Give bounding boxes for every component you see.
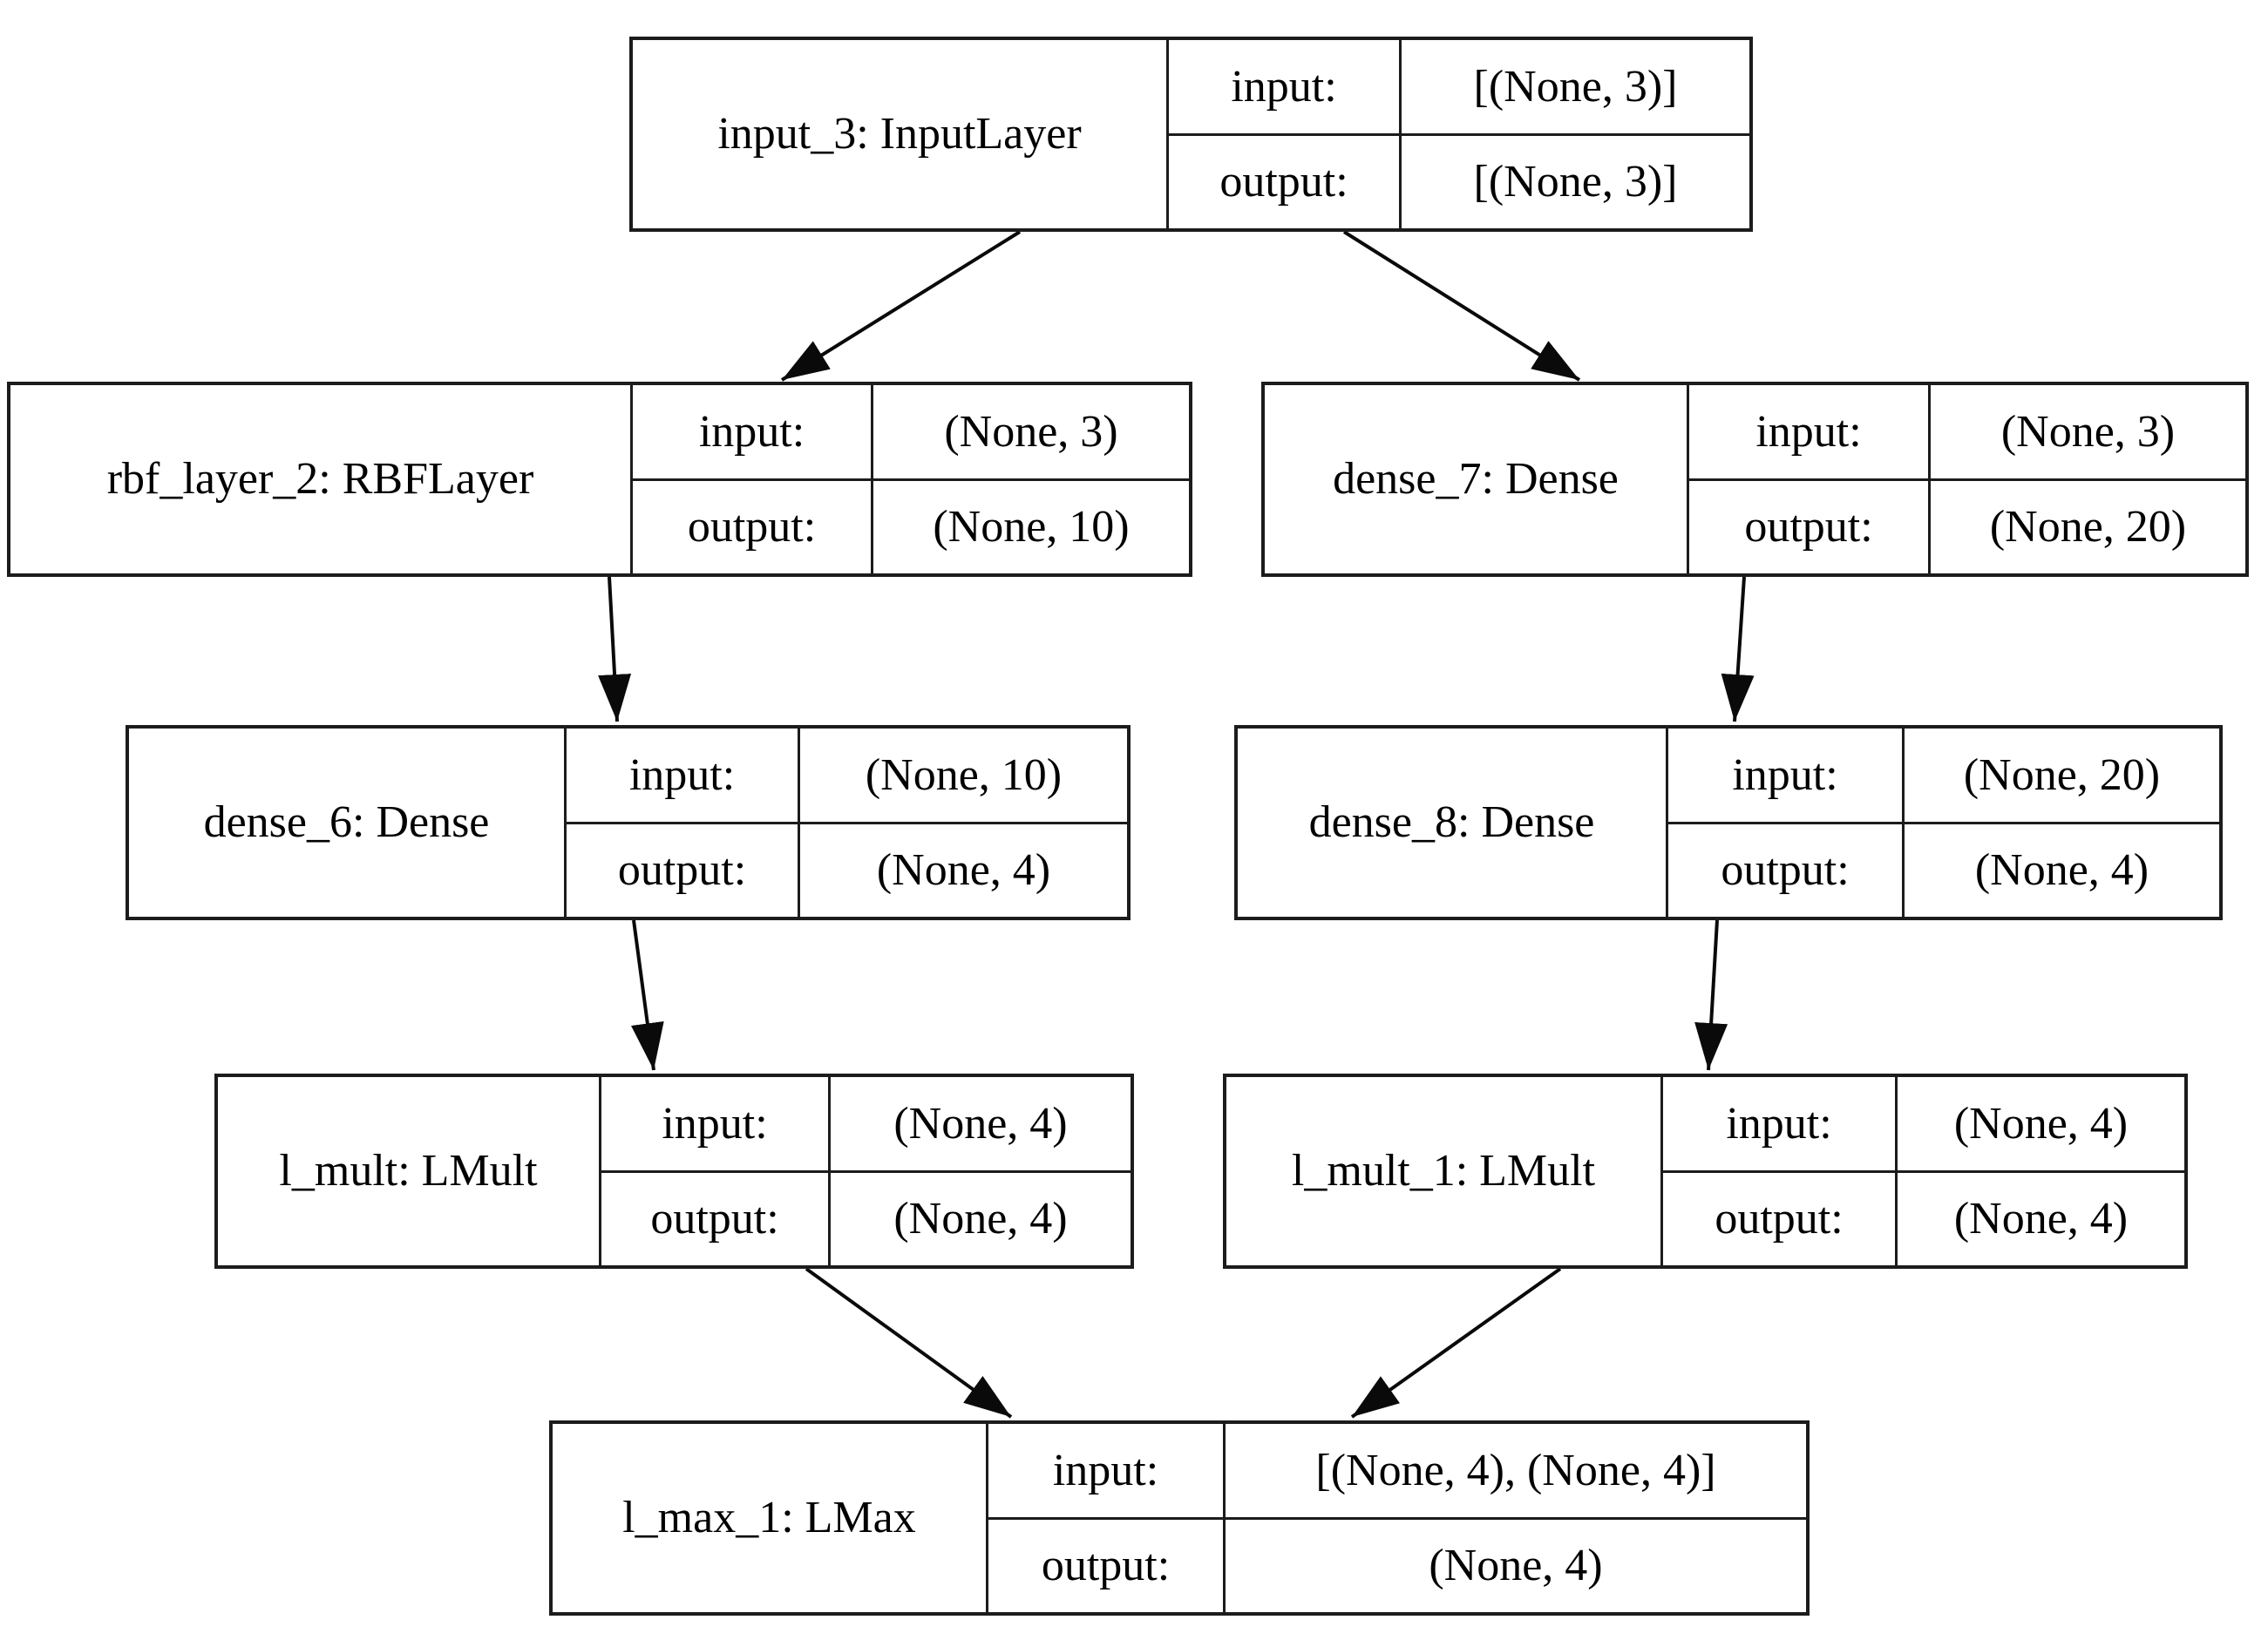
node-rbf_layer_2-output-value: (None, 10) <box>933 502 1130 552</box>
node-input_3-input-label: input: <box>1169 40 1402 133</box>
node-l_mult_1-output-value: (None, 4) <box>1953 1194 2129 1244</box>
node-l_mult-name: l_mult: LMult <box>218 1077 601 1265</box>
node-l_max_1-io: input: [(None, 4), (None, 4)] output: (N… <box>988 1424 1806 1612</box>
node-l_mult_1-name: l_mult_1: LMult <box>1226 1077 1663 1265</box>
node-rbf_layer_2: rbf_layer_2: RBFLayer input: (None, 3) o… <box>7 382 1192 577</box>
node-l_mult-input-value: (None, 4) <box>893 1098 1068 1149</box>
node-l_mult-output-label: output: <box>601 1172 831 1265</box>
node-rbf_layer_2-io: input: (None, 3) output: (None, 10) <box>633 385 1189 573</box>
node-input_3: input_3: InputLayer input: [(None, 3)] o… <box>629 37 1753 232</box>
node-l_max_1-input-label: input: <box>988 1424 1226 1517</box>
node-dense_6-output-label: output: <box>567 824 800 917</box>
node-dense_6-output-value: (None, 4) <box>876 845 1051 896</box>
node-l_mult-input-label: input: <box>601 1077 831 1170</box>
edge-rbf_layer_2-to-dense_6 <box>598 576 632 722</box>
node-rbf_layer_2-input-label: input: <box>633 385 873 478</box>
node-dense_6-name: dense_6: Dense <box>129 729 567 917</box>
node-l_max_1: l_max_1: LMax input: [(None, 4), (None, … <box>549 1420 1810 1616</box>
node-dense_7-io: input: (None, 3) output: (None, 20) <box>1689 385 2245 573</box>
node-input_3-input-value: [(None, 3)] <box>1473 61 1678 112</box>
node-dense_6-input-value: (None, 10) <box>865 749 1063 800</box>
node-l_max_1-input-value: [(None, 4), (None, 4)] <box>1315 1445 1716 1495</box>
node-dense_8-input-value: (None, 20) <box>1963 749 2161 800</box>
node-input_3-name: input_3: InputLayer <box>633 40 1169 228</box>
node-l_mult_1-input-label: input: <box>1663 1077 1898 1170</box>
edge-dense_7-to-dense_8 <box>1721 576 1755 722</box>
edge-l_mult_1-to-l_max_1 <box>1350 1267 1562 1419</box>
node-l_mult_1-input-value: (None, 4) <box>1953 1098 2129 1149</box>
node-rbf_layer_2-input-value: (None, 3) <box>944 406 1118 457</box>
node-rbf_layer_2-name: rbf_layer_2: RBFLayer <box>10 385 633 573</box>
node-dense_8-io: input: (None, 20) output: (None, 4) <box>1668 729 2219 917</box>
node-input_3-io: input: [(None, 3)] output: [(None, 3)] <box>1169 40 1749 228</box>
node-dense_7: dense_7: Dense input: (None, 3) output: … <box>1261 382 2249 577</box>
edge-dense_8-to-l_mult_1 <box>1694 919 1728 1071</box>
node-input_3-output-value: [(None, 3)] <box>1473 157 1678 207</box>
node-dense_7-output-value: (None, 20) <box>1989 502 2187 552</box>
node-dense_6: dense_6: Dense input: (None, 10) output:… <box>126 725 1131 920</box>
node-dense_8: dense_8: Dense input: (None, 20) output:… <box>1234 725 2223 920</box>
node-rbf_layer_2-output-label: output: <box>633 480 873 573</box>
edge-input_3-to-dense_7 <box>1342 230 1581 382</box>
edge-input_3-to-rbf_layer_2 <box>780 230 1022 382</box>
node-l_max_1-output-label: output: <box>988 1519 1226 1612</box>
node-dense_6-input-label: input: <box>567 729 800 822</box>
node-dense_7-output-label: output: <box>1689 480 1931 573</box>
node-l_mult: l_mult: LMult input: (None, 4) output: (… <box>214 1074 1134 1269</box>
node-l_mult_1-io: input: (None, 4) output: (None, 4) <box>1663 1077 2184 1265</box>
node-dense_7-input-label: input: <box>1689 385 1931 478</box>
node-dense_8-output-label: output: <box>1668 824 1905 917</box>
node-dense_7-name: dense_7: Dense <box>1265 385 1689 573</box>
node-dense_6-io: input: (None, 10) output: (None, 4) <box>567 729 1127 917</box>
node-l_max_1-name: l_max_1: LMax <box>553 1424 988 1612</box>
node-l_mult-output-value: (None, 4) <box>893 1194 1068 1244</box>
node-l_mult-io: input: (None, 4) output: (None, 4) <box>601 1077 1131 1265</box>
node-dense_8-input-label: input: <box>1668 729 1905 822</box>
node-l_mult_1: l_mult_1: LMult input: (None, 4) output:… <box>1223 1074 2188 1269</box>
node-dense_8-name: dense_8: Dense <box>1238 729 1668 917</box>
node-dense_7-input-value: (None, 3) <box>2000 406 2176 457</box>
edge-dense_6-to-l_mult <box>631 919 664 1071</box>
node-l_max_1-output-value: (None, 4) <box>1429 1541 1603 1591</box>
edge-l_mult-to-l_max_1 <box>805 1267 1013 1419</box>
node-dense_8-output-value: (None, 4) <box>1974 845 2149 896</box>
node-input_3-output-label: output: <box>1169 135 1402 228</box>
node-l_mult_1-output-label: output: <box>1663 1172 1898 1265</box>
